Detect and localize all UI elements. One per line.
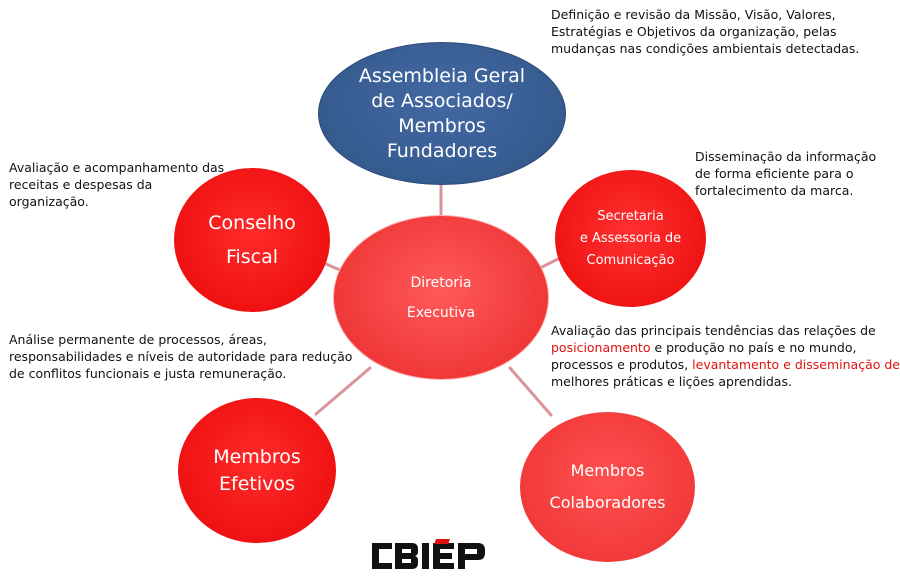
membros-colaboradores-node: Membros Colaboradores [520,412,695,562]
node-label-line: Membros [570,461,645,480]
description-line: receitas e despesas da [9,177,153,192]
description-text: processos e produtos, [551,357,693,372]
connector-diretoria-colaboradores [508,366,553,417]
description-line: posicionamento e produção no país e no m… [551,339,900,356]
description-line: Definição e revisão da Missão, Visão, Va… [551,7,836,22]
node-label-line: Efetivos [219,472,295,495]
description-line: melhores práticas e lições aprendidas. [551,374,792,389]
node-label-line: Membros [213,445,301,468]
description-line: de forma eficiente para o [695,166,854,181]
node-label-line: e Assessoria de [579,230,682,246]
secretaria-description: Disseminação da informação de forma efic… [695,148,876,199]
description-line: processos e produtos, levantamento e dis… [551,356,900,373]
node-label-line: Diretoria [410,274,472,291]
node-label-line: Conselho [208,212,296,234]
description-line: organização. [9,194,89,209]
membros-efetivos-node: Membros Efetivos [178,398,336,543]
description-line: Avaliação das principais tendências das … [551,323,876,338]
description-line: Disseminação da informação [695,149,877,164]
description-line: Avaliação e acompanhamento das [9,160,225,175]
cbiep-logo [372,539,485,569]
highlight-text: posicionamento [551,340,651,355]
description-line: Estratégias e Objetivos da organização, … [551,24,837,39]
description-line: fortalecimento da marca. [695,183,854,198]
assembleia-description: Definição e revisão da Missão, Visão, Va… [551,6,859,57]
description-line: mudanças nas condições ambientais detect… [551,41,860,56]
description-line: responsabilidades e níveis de autoridade… [9,349,353,364]
highlight-text: levantamento e disseminação de [692,357,900,372]
description-line: de conflitos funcionais e justa remunera… [9,366,287,381]
description-line: Análise permanente de processos, áreas, [9,332,267,347]
node-label-line: Secretaria [597,208,664,224]
description-text: e produção no país e no mundo, [650,340,857,355]
colaboradores-description: Avaliação das principais tendências das … [551,322,900,390]
node-label-line: Executiva [406,304,476,321]
connector-diretoria-conselho [324,262,342,272]
node-label-line: Fiscal [225,246,279,268]
diretoria-executiva-node: Diretoria Executiva [333,215,549,380]
conselho-description: Avaliação e acompanhamento das receitas … [9,159,224,210]
secretaria-node: Secretaria e Assessoria de Comunicação [555,170,706,307]
connector-diretoria-efetivos [314,366,372,416]
connector-diretoria-secretaria [538,256,562,270]
assembleia-geral-node: Assembleia Geral de Associados/ Membros … [318,42,566,185]
node-label-line: de Associados/ [371,89,513,112]
node-label-line: Fundadores [386,139,498,162]
node-label-line: Comunicação [586,252,675,268]
efetivos-description: Análise permanente de processos, áreas, … [9,331,352,382]
node-label-line: Membros [398,114,486,137]
node-label-line: Assembleia Geral [358,64,526,87]
conselho-fiscal-node: Conselho Fiscal [174,168,330,312]
node-label-line: Colaboradores [549,493,666,512]
